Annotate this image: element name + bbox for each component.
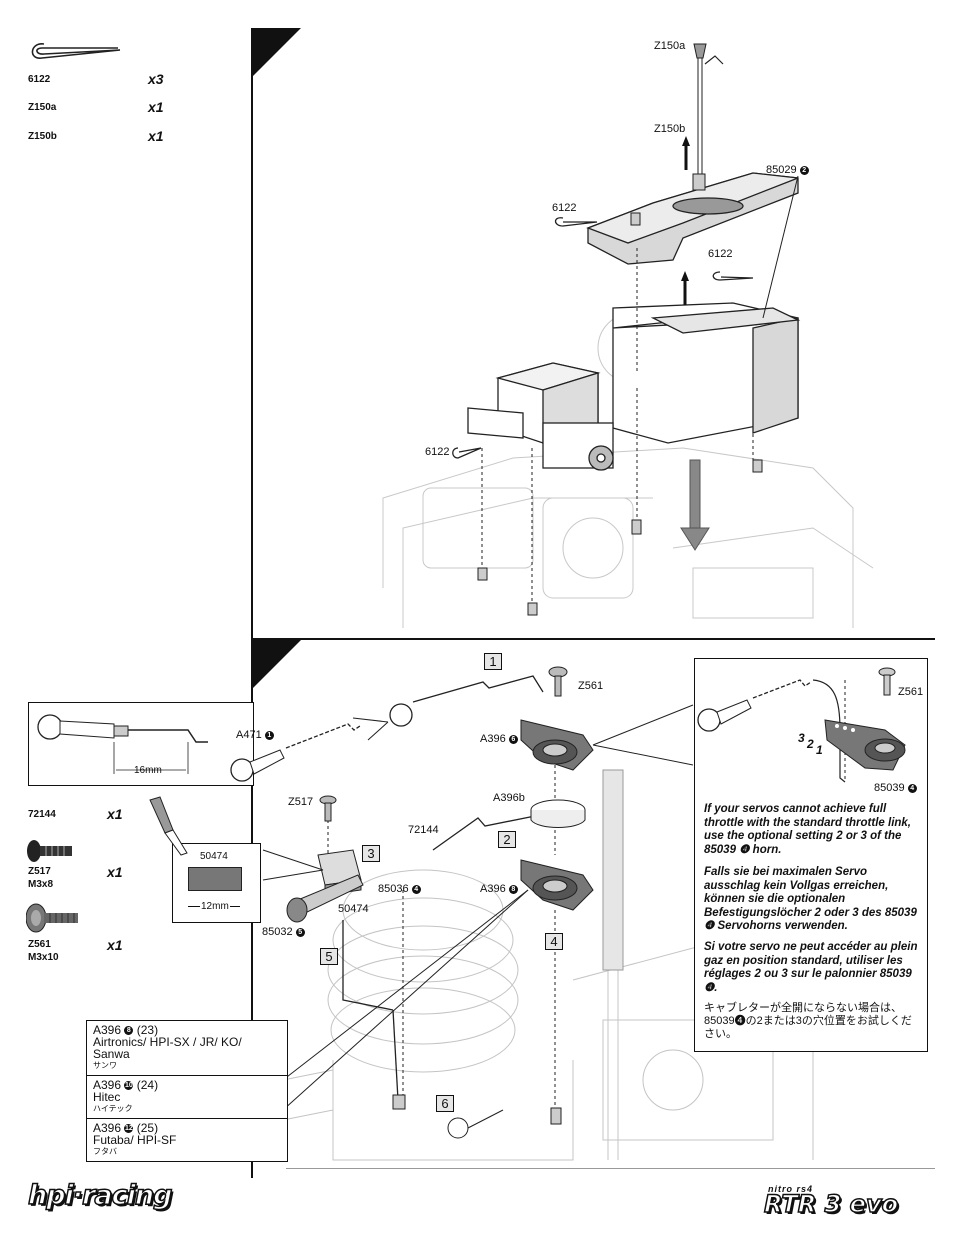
horn-setting-illustration xyxy=(697,667,906,783)
label-z150a: Z150a xyxy=(654,40,686,52)
servo-option-num: 12 xyxy=(124,1124,134,1134)
part-qty-z561: x1 xyxy=(107,937,123,953)
inset-label-16mm: 16mm xyxy=(134,765,162,776)
label-50474: 50474 xyxy=(338,903,369,915)
horn-hole-3: 3 xyxy=(798,731,805,745)
hpi-racing-logo: hpi·racing xyxy=(27,1179,173,1212)
horn-setting-panel xyxy=(694,658,928,1052)
step-marker-bottom xyxy=(253,640,301,688)
servo-option-row: A396 12 (25) Futaba/ HPI-SF フタバ xyxy=(87,1119,287,1162)
rod-end-measurement-illustration xyxy=(37,714,208,774)
step-number-4: 4 xyxy=(545,933,563,950)
horn-panel-label-z561: Z561 xyxy=(898,686,924,698)
label-a396-top: A396 6 xyxy=(480,733,518,745)
horn-hole-2: 2 xyxy=(807,737,814,751)
label-85032: 85032 5 xyxy=(262,926,305,938)
servo-option-part: A396 xyxy=(93,1023,122,1037)
label-85029: 85029 2 xyxy=(766,164,809,176)
servo-option-row: A396 8 (23) Airtronics/ HPI-SX / JR/ KO/… xyxy=(87,1021,287,1076)
label-clip-6122-c: 6122 xyxy=(425,446,450,458)
horn-note-french: Si votre servo ne peut accéder au plein … xyxy=(704,941,918,994)
part-size-z561: M3x10 xyxy=(28,952,59,963)
part-code-72144: 72144 xyxy=(28,809,56,820)
label-a396-bottom: A396 8 xyxy=(480,883,518,895)
bottom-rule xyxy=(286,1168,935,1169)
servo-option-brand: Airtronics/ HPI-SX / JR/ KO/ Sanwa xyxy=(93,1035,242,1061)
servo-option-brand: Futaba/ HPI-SF xyxy=(93,1133,177,1147)
part-qty-z150a: x1 xyxy=(148,99,164,115)
part-code-z517: Z517 xyxy=(28,866,51,877)
part-code-z561: Z561 xyxy=(28,939,51,950)
horn-panel-label-85039: 85039 4 xyxy=(874,782,917,794)
column-divider xyxy=(251,28,253,1178)
horn-note-japanese: キャブレターが全開にならない場合は、85039❹の2または3の穴位置をお試しくだ… xyxy=(704,1002,912,1040)
inset-label-12mm: 12mm xyxy=(200,901,230,912)
horn-note-english: If your servos cannot achieve full throt… xyxy=(704,803,911,856)
step-divider xyxy=(251,638,935,640)
servo-option-row: A396 10 (24) Hitec ハイテック xyxy=(87,1076,287,1119)
part-qty-6122: x3 xyxy=(148,71,164,87)
inset-label-50474: 50474 xyxy=(200,851,228,862)
step-number-5: 5 xyxy=(320,948,338,965)
body-clip-6122-illustration xyxy=(31,43,121,59)
label-85036: 85036 4 xyxy=(378,883,421,895)
servo-option-num: 10 xyxy=(124,1081,134,1091)
throttle-linkage-illustration xyxy=(262,666,814,1161)
label-clip-6122-b: 6122 xyxy=(708,248,733,260)
servo-option-pos: (25) xyxy=(136,1121,159,1135)
screw-z517-illustration xyxy=(27,840,72,862)
servo-option-pos: (23) xyxy=(136,1023,159,1037)
step-number-2: 2 xyxy=(498,831,516,848)
part-code-z150a: Z150a xyxy=(28,102,57,113)
servo-option-part: A396 xyxy=(93,1121,122,1135)
servo-option-num: 8 xyxy=(124,1026,134,1036)
label-z150b: Z150b xyxy=(654,123,686,135)
part-qty-72144: x1 xyxy=(107,806,123,822)
servo-option-brand: Hitec xyxy=(93,1090,121,1104)
radio-box-assembly-illustration xyxy=(382,43,874,628)
servo-option-brand-jp: サンワ xyxy=(93,1061,117,1070)
part-code-6122: 6122 xyxy=(28,74,51,85)
label-z517: Z517 xyxy=(288,796,314,808)
step-number-6: 6 xyxy=(436,1095,454,1112)
servo-option-pos: (24) xyxy=(136,1078,159,1092)
nitro-rs4-small-logo: nitro rs4 xyxy=(768,1184,814,1194)
step-number-1: 1 xyxy=(484,653,502,670)
part-code-z150b: Z150b xyxy=(28,131,57,142)
servo-option-brand-jp: フタバ xyxy=(93,1147,117,1156)
label-a396b: A396b xyxy=(493,792,525,804)
label-a471: A471 1 xyxy=(236,729,274,741)
hobby-knife-icon xyxy=(149,796,188,856)
rtr3-evo-logo: RTR 3 evo xyxy=(763,1189,899,1219)
a471-ball-end-illustration xyxy=(230,723,361,782)
step-marker-top xyxy=(253,28,301,76)
label-z561: Z561 xyxy=(578,680,604,692)
servo-option-part: A396 xyxy=(93,1078,122,1092)
part-qty-z150b: x1 xyxy=(148,128,164,144)
rod-end-inset-panel xyxy=(28,702,254,786)
part-size-z517: M3x8 xyxy=(28,879,54,890)
step-number-3: 3 xyxy=(362,845,380,862)
horn-hole-1: 1 xyxy=(816,743,823,757)
servo-option-brand-jp: ハイテック xyxy=(93,1104,133,1113)
horn-note-german: Falls sie bei maximalen Servo ausschlag … xyxy=(704,866,917,932)
label-72144: 72144 xyxy=(408,824,439,836)
label-clip-6122-a: 6122 xyxy=(552,202,577,214)
spacer-50474-image xyxy=(188,867,242,891)
part-qty-z517: x1 xyxy=(107,864,123,880)
servo-horn-options-table: A396 8 (23) Airtronics/ HPI-SX / JR/ KO/… xyxy=(86,1020,288,1162)
screw-z561-illustration xyxy=(26,903,78,933)
